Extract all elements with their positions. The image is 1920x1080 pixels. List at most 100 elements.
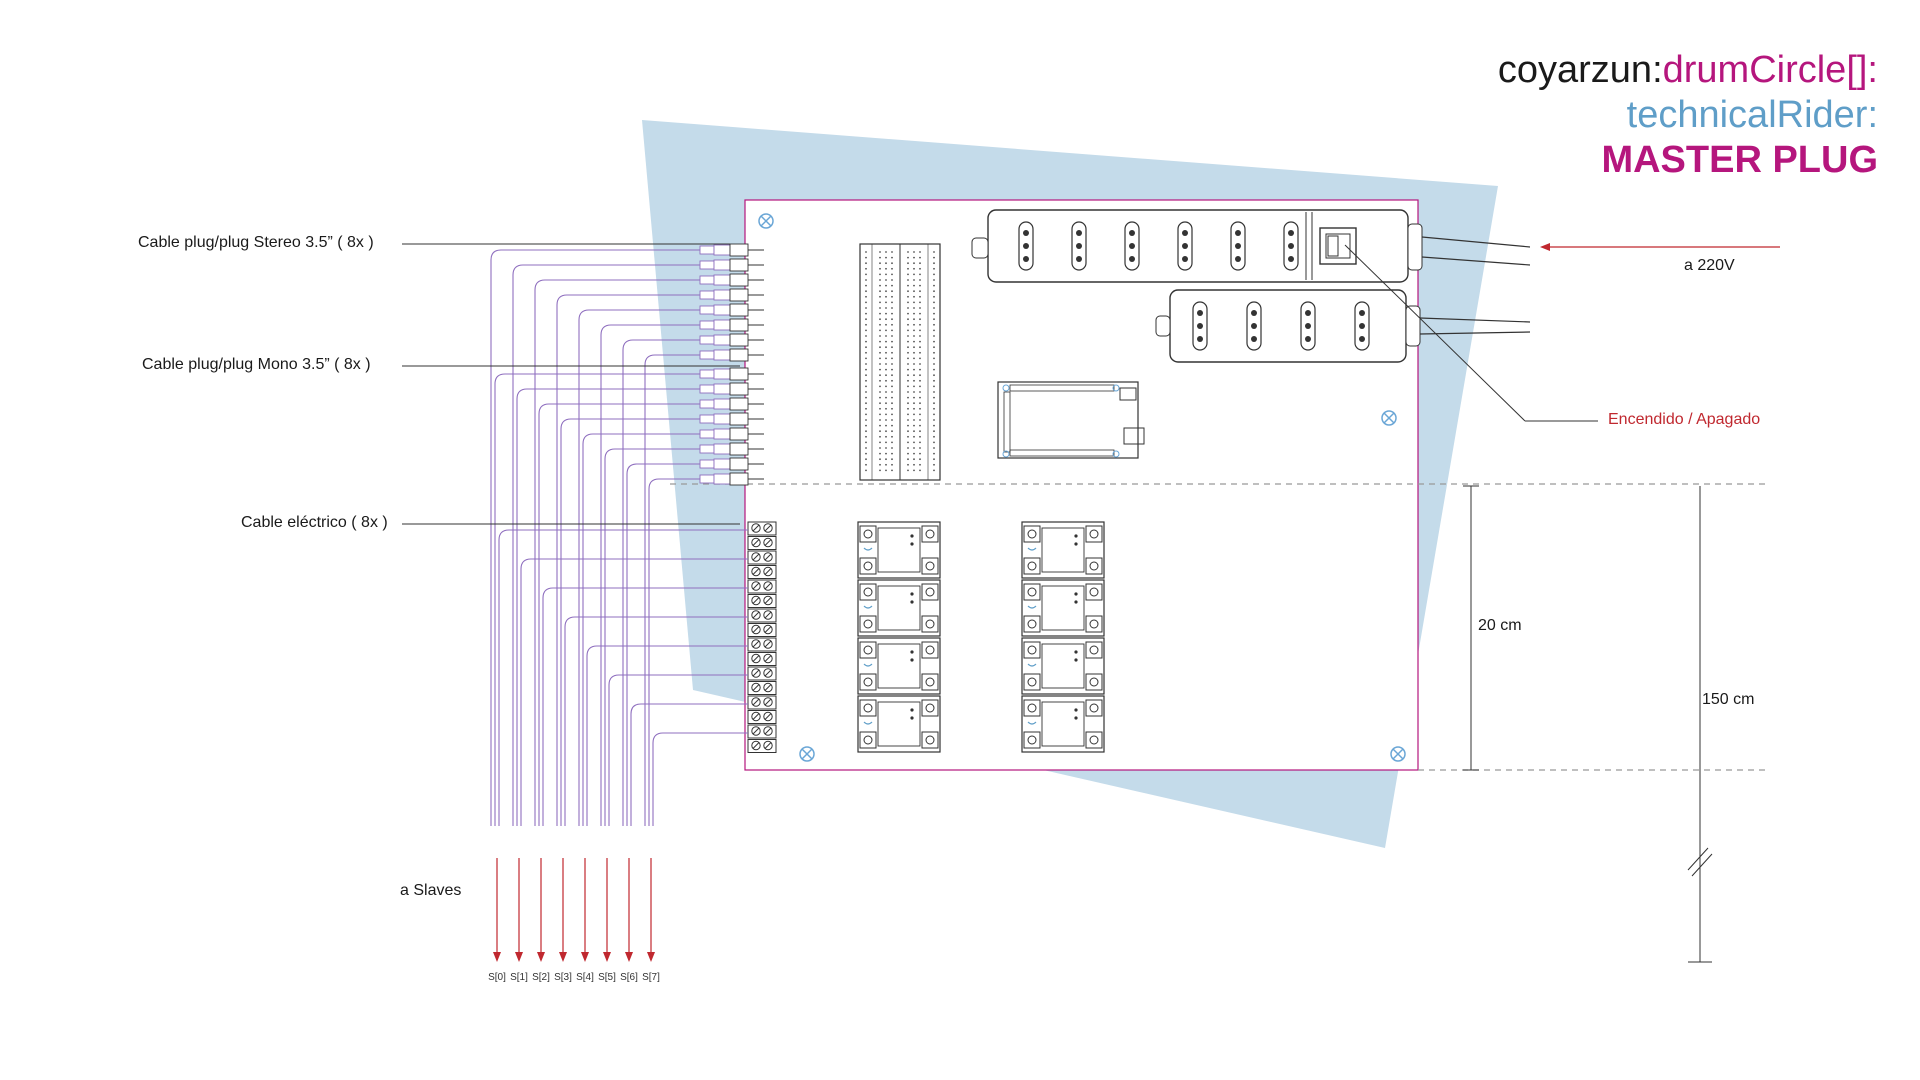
cable-wire	[630, 703, 748, 826]
slave-label: S[2]	[532, 972, 550, 983]
relay-module-array	[857, 521, 1105, 753]
slave-arrow: S[4]	[576, 858, 594, 983]
outlet-icon	[1246, 301, 1262, 351]
terminal-screw-pair	[747, 608, 777, 623]
title-heading: MASTER PLUG	[1601, 138, 1878, 181]
cable-wire	[622, 339, 700, 826]
outlet-icon	[1283, 221, 1299, 271]
arduino-board	[997, 381, 1145, 459]
audio-jack	[699, 412, 764, 426]
terminal-block	[747, 521, 777, 753]
cable-wire	[578, 309, 700, 826]
dimension-20cm-label: 20 cm	[1478, 617, 1522, 634]
title-block: coyarzun:drumCircle[]: technicalRider: M…	[1498, 48, 1878, 182]
outlet-icon	[1124, 221, 1140, 271]
outlet-icon	[1071, 221, 1087, 271]
audio-jack	[699, 457, 764, 471]
dimension-150cm	[1687, 486, 1713, 963]
screw-icon	[1381, 410, 1397, 426]
outlet-icon	[1177, 221, 1193, 271]
slave-arrow: S[2]	[532, 858, 550, 983]
outlet-icon	[1192, 301, 1208, 351]
outlet-icon	[1018, 221, 1034, 271]
terminal-screw-pair	[747, 594, 777, 608]
relay-module	[1021, 521, 1105, 579]
breadboard	[859, 243, 941, 481]
audio-jack	[699, 397, 764, 411]
cable-wire	[516, 388, 700, 826]
terminal-screw-pair	[747, 637, 777, 652]
stereo-cable-label: Cable plug/plug Stereo 3.5” ( 8x )	[138, 234, 374, 251]
power-strip-small	[1155, 289, 1531, 363]
slave-arrow: S[6]	[620, 858, 638, 983]
cable-wire	[498, 529, 748, 826]
cable-wire	[512, 264, 700, 826]
slave-arrow: S[1]	[510, 858, 528, 983]
audio-jack	[699, 427, 764, 441]
relay-module	[857, 637, 941, 695]
relay-module	[1021, 695, 1105, 753]
terminal-screw-pair	[747, 652, 777, 666]
title-subtitle: technicalRider:	[1626, 93, 1878, 136]
slave-label: S[4]	[576, 972, 594, 983]
audio-jack	[699, 442, 764, 456]
title-prefix: coyarzun:	[1497, 49, 1663, 91]
electric-cable-label: Cable eléctrico ( 8x )	[241, 514, 388, 531]
relay-module	[857, 521, 941, 579]
cable-wire	[626, 463, 700, 826]
cable-wire	[652, 732, 748, 826]
power-strip-large	[971, 209, 1531, 283]
audio-jack-block	[699, 243, 764, 486]
mono-cable-label: Cable plug/plug Mono 3.5” ( 8x )	[142, 356, 371, 373]
cable-wire	[490, 249, 700, 826]
terminal-screw-pair	[747, 666, 777, 681]
terminal-screw-pair	[747, 550, 777, 565]
terminal-screw-pair	[747, 536, 777, 550]
terminal-screw-pair	[747, 623, 777, 637]
cable-wire	[556, 294, 700, 826]
relay-module	[1021, 637, 1105, 695]
cable-bundle	[490, 249, 748, 826]
slave-label: S[3]	[554, 972, 572, 983]
cable-wire	[604, 448, 700, 826]
screw-icon	[799, 746, 815, 762]
slave-label: S[1]	[510, 972, 528, 983]
power-input-arrow	[1540, 243, 1780, 251]
slave-arrow: S[3]	[554, 858, 572, 983]
terminal-screw-pair	[747, 695, 777, 710]
cable-wire	[586, 645, 748, 826]
switch-label: Encendido / Apagado	[1608, 411, 1761, 428]
slave-label: S[0]	[488, 972, 506, 983]
slave-label: S[5]	[598, 972, 616, 983]
outlet-icon	[1300, 301, 1316, 351]
project-title: coyarzun:drumCircle[]:	[1498, 48, 1878, 93]
terminal-screw-pair	[747, 579, 777, 594]
slave-output-arrows: S[0] S[1] S[2] S[3] S[4] S[5] S[6] S[7]	[488, 858, 660, 983]
audio-jack	[699, 318, 764, 332]
cable-wire	[494, 373, 700, 826]
slaves-label: a Slaves	[400, 882, 462, 899]
dimension-150cm-label: 150 cm	[1702, 691, 1755, 708]
terminal-screw-pair	[747, 710, 777, 724]
cable-wire	[542, 587, 748, 826]
audio-jack	[699, 367, 764, 381]
cable-wire	[520, 558, 748, 826]
audio-jack	[699, 472, 764, 486]
relay-module	[1021, 579, 1105, 637]
cable-wire	[644, 354, 700, 826]
dimension-20cm	[1463, 485, 1479, 771]
cable-wire	[560, 418, 700, 826]
terminal-screw-pair	[747, 724, 777, 739]
slave-label: S[7]	[642, 972, 660, 983]
cable-wire	[582, 433, 700, 826]
switch-leader-line	[1344, 244, 1526, 422]
slave-arrow: S[0]	[488, 858, 506, 983]
screw-icon	[1390, 746, 1406, 762]
outlet-icon	[1354, 301, 1370, 351]
terminal-screw-pair	[747, 521, 777, 536]
audio-jack	[699, 243, 764, 257]
cable-wire	[648, 478, 700, 826]
terminal-screw-pair	[747, 565, 777, 579]
